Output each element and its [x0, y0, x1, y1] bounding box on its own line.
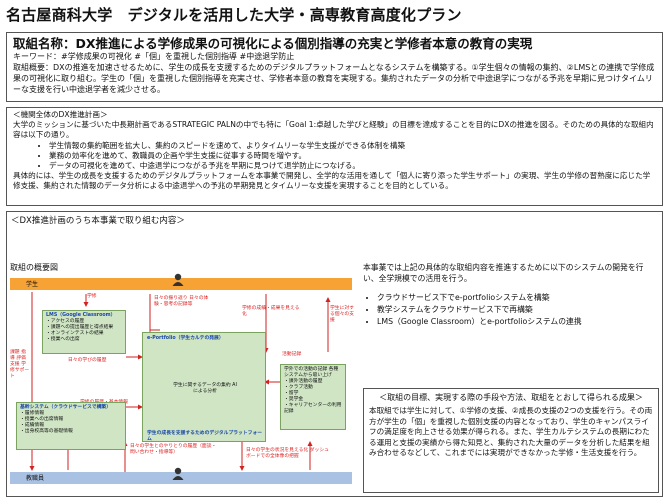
list-item: 学生情報の集約範囲を拡大し、集約のスピードを速めて、よりタイムリーな学生支援がで… [49, 141, 656, 151]
list-item: ・課題への提出履歴と得点結果 [46, 325, 114, 330]
list-item: ・キャリアセンターの利用記録 [284, 403, 342, 414]
list-item: ・履修情報 [20, 411, 44, 416]
student-label: 学生 [26, 281, 39, 288]
guidance-label: 課題 指導 評価 支援 学修サポート [10, 350, 30, 379]
list-item: ・オンラインテストの結果 [46, 331, 104, 336]
platform-box: e-Portfolio（学生カルテの発展） 学生に関するデータの集約 AIによる… [142, 332, 266, 442]
study-label: 学修 [87, 294, 97, 299]
eportfolio-label: e-Portfolio（学生カルテの発展） [147, 336, 224, 341]
list-item: 業務の効率化を進めて、教職員の企画や学生支援に従事する時間を増やす。 [49, 151, 656, 161]
dx-plan-list: 学生情報の集約範囲を拡大し、集約のスピードを速めて、よりタイムリーな学生支援がで… [13, 141, 656, 172]
goals-body: 本取組では学生に対して、①学修の支援、②成長の支援の2つの支援を行う。その両方が… [369, 406, 653, 458]
list-item: ・アクセスの履歴 [46, 319, 85, 324]
summary-heading: 取組名称：DX推進による学修成果の可視化による個別指導の充実と学修者本意の教育の… [13, 36, 533, 51]
lms-box: LMS（Google Classroom） ・アクセスの履歴 ・課題への提出履歴… [42, 310, 126, 354]
goals-box: ＜取組の目標、実現する際の手段や方法、取組をとおして得られる成果＞ 本取組では学… [363, 388, 659, 493]
staff-icon [172, 466, 184, 485]
list-item: LMS（Google Classroom）とe-portfolioシステムの連携 [377, 316, 667, 328]
study-history-label: 日々の学びの履歴 [68, 358, 107, 363]
basic-system-box: 基幹システム（クラウドサービスで構築） ・履修情報 ・授業への出席情報 ・成績情… [16, 402, 126, 450]
project-intro: 本事業では上記の具体的な取組内容を推進するために以下のシステムの開発を行い、全学… [363, 263, 644, 283]
reflection-label: 日々の振り返り 日々の体験・思考の記録等 [154, 296, 209, 307]
goals-heading: ＜取組の目標、実現する際の手段や方法、取組をとおして得られる成果＞ [379, 393, 643, 402]
student-icon [172, 272, 184, 291]
summary-keywords: キーワード：#学修成果の可視化 #「個」を重視した個別指導 #中途退学防止 [13, 52, 295, 61]
list-item: ・成績情報 [20, 423, 44, 428]
support-history-label: 日々の学生とのやりとりの履歴（面談・問い合わせ・指導等） [130, 444, 217, 455]
project-system-list: クラウドサービス下でe-portfolioシステムを構築 教学システムをクラウド… [363, 292, 667, 328]
list-item: ・出身校高等の基礎情報 [20, 429, 73, 434]
lms-title: LMS（Google Classroom） [46, 313, 116, 318]
career-label: 学修の成績・成果を見える化 [242, 306, 300, 317]
list-item: クラウドサービス下でe-portfolioシステムを構築 [377, 292, 667, 304]
dx-plan-conclusion: 具体的には、学生の成長を支援するためのデジタルプラットフォームを本事業で開発し、… [13, 171, 651, 191]
list-item: ・授業への出席 [46, 337, 80, 342]
staff-label: 教職員 [26, 475, 45, 482]
list-item: ・クラブ活動 [284, 385, 313, 390]
activity-record-label: 活動記録 [282, 352, 302, 357]
project-heading: ＜DX推進計画のうち本事業で取り組む内容＞ [11, 216, 185, 226]
summary-box: 取組名称：DX推進による学修成果の可視化による個別指導の充実と学修者本意の教育の… [6, 32, 663, 102]
dx-plan-box: ＜機関全体のDX推進計画＞ 大学のミッションに基づいた中長期計画であるSTRAT… [6, 107, 663, 206]
list-item: データの可視化を進めて、中途退学につながる予兆を早期に見つけて退学防止につなげる… [49, 161, 656, 171]
basic-system-title: 基幹システム（クラウドサービスで構築） [20, 405, 111, 410]
activity-title: 学外での活動の記録 各種システムから吸い上げ [284, 367, 339, 378]
activity-box: 学外での活動の記録 各種システムから吸い上げ ・課外活動の履歴 ・クラブ活動 ・… [280, 364, 346, 430]
summary-overview: 取組概要：DXの推進を加速させるために、学生の成長を支援するためのデジタルプラッ… [13, 63, 655, 94]
platform-name: 学生の成長を支援するためのデジタルプラットフォーム [147, 431, 263, 442]
dx-plan-intro: 大学のミッションに基づいた中長期計画であるSTRATEGIC PALNの中でも特… [13, 120, 654, 140]
list-item: ・課外活動の履歴 [284, 379, 323, 384]
advice-label: 学生に対する個々の支援 [330, 306, 354, 323]
page-title: 名古屋商科大学 デジタルを活用した大学・高専教育高度化プラン [6, 6, 462, 24]
platform-center-text: 学生に関するデータの集約 AIによる分析 [173, 383, 237, 394]
list-item: ・留学 [284, 391, 299, 396]
dashboard-label: 日々の学生の状況を見える化 ダッシュボードでの全体像の把握 [246, 448, 329, 459]
project-box: ＜DX推進計画のうち本事業で取り組む内容＞ [6, 211, 663, 497]
list-item: ・奨学金 [284, 397, 304, 402]
diagram-label: 取組の概要図 [10, 263, 58, 272]
dx-plan-heading: ＜機関全体のDX推進計画＞ [13, 110, 108, 119]
list-item: 教学システムをクラウドサービス下で再構築 [377, 304, 667, 316]
list-item: ・授業への出席情報 [20, 417, 64, 422]
overview-diagram: 学生 学修 日々の振り返り 日々の体験・思考の記録等 学修の成績・成果を見える化… [10, 272, 355, 494]
